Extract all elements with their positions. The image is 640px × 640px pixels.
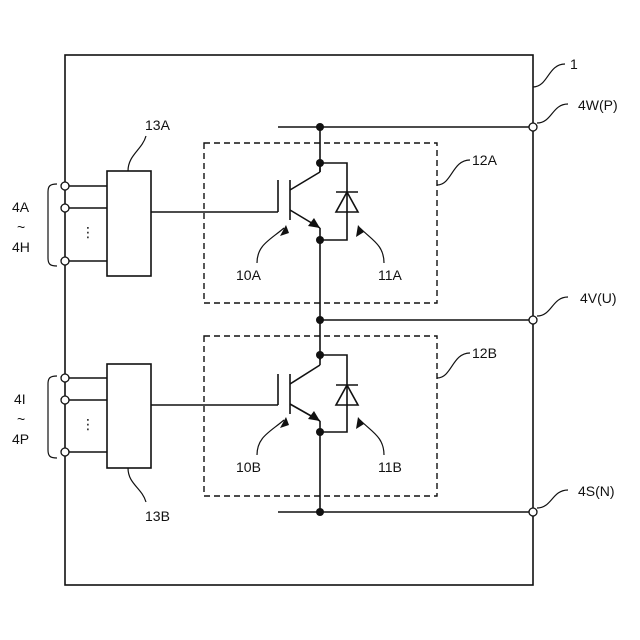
- transistor-10a-leader: [257, 228, 284, 263]
- terminal-p-label: 4W(P): [578, 97, 618, 113]
- module-leader: [533, 64, 565, 87]
- transistor-10a: [278, 172, 320, 228]
- input-terminal: [61, 374, 69, 382]
- driver-13a-label: 13A: [145, 117, 171, 133]
- input-terminal: [61, 396, 69, 404]
- diode-11a-leader: [360, 228, 384, 263]
- transistor-10b-leader: [257, 420, 284, 455]
- terminal-n-leader: [537, 490, 568, 508]
- diode-11a: [320, 163, 358, 240]
- input-terminal: [61, 448, 69, 456]
- upper-group-tilde: ~: [17, 219, 25, 235]
- diode-11a-arrow: [356, 225, 364, 237]
- transistor-10b-label: 10B: [236, 459, 261, 475]
- upper-group-bottom-label: 4H: [12, 239, 30, 255]
- terminal-u-leader: [537, 297, 568, 316]
- junction-dot: [316, 508, 324, 516]
- upper-input-ellipsis: ⋮: [81, 224, 95, 240]
- terminal-u-label: 4V(U): [580, 290, 617, 306]
- lower-group-bottom-label: 4P: [12, 431, 29, 447]
- terminal-p: [529, 123, 537, 131]
- input-terminal: [61, 204, 69, 212]
- diode-11b-arrow: [356, 417, 364, 429]
- upper-input-brace: [48, 184, 57, 266]
- diode-11b: [320, 355, 358, 432]
- diode-11b-label: 11B: [378, 459, 402, 475]
- lower-input-brace: [48, 376, 57, 458]
- switch-unit-12a-leader: [437, 160, 470, 185]
- lower-group-top-label: 4I: [14, 391, 26, 407]
- upper-group-top-label: 4A: [12, 199, 30, 215]
- driver-13a-leader: [128, 136, 146, 171]
- terminal-u: [529, 316, 537, 324]
- terminal-n-label: 4S(N): [578, 483, 615, 499]
- transistor-10a-label: 10A: [236, 267, 262, 283]
- driver-13b-leader: [128, 468, 146, 502]
- diode-11a-label: 11A: [378, 267, 403, 283]
- terminal-p-leader: [537, 104, 568, 123]
- driver-13b: [107, 364, 151, 468]
- lower-group-tilde: ~: [17, 411, 25, 427]
- transistor-10b: [278, 365, 320, 421]
- switch-unit-12a-label: 12A: [472, 152, 498, 168]
- driver-13a: [107, 171, 151, 276]
- input-terminal: [61, 257, 69, 265]
- junction-dot: [316, 123, 324, 131]
- junction-dot: [316, 316, 324, 324]
- diode-11b-leader: [360, 420, 384, 455]
- switch-unit-12b-label: 12B: [472, 345, 497, 361]
- module-label: 1: [570, 56, 578, 72]
- lower-input-ellipsis: ⋮: [81, 416, 95, 432]
- input-terminal: [61, 182, 69, 190]
- terminal-n: [529, 508, 537, 516]
- driver-13b-label: 13B: [145, 508, 170, 524]
- switch-unit-12b-leader: [437, 353, 470, 378]
